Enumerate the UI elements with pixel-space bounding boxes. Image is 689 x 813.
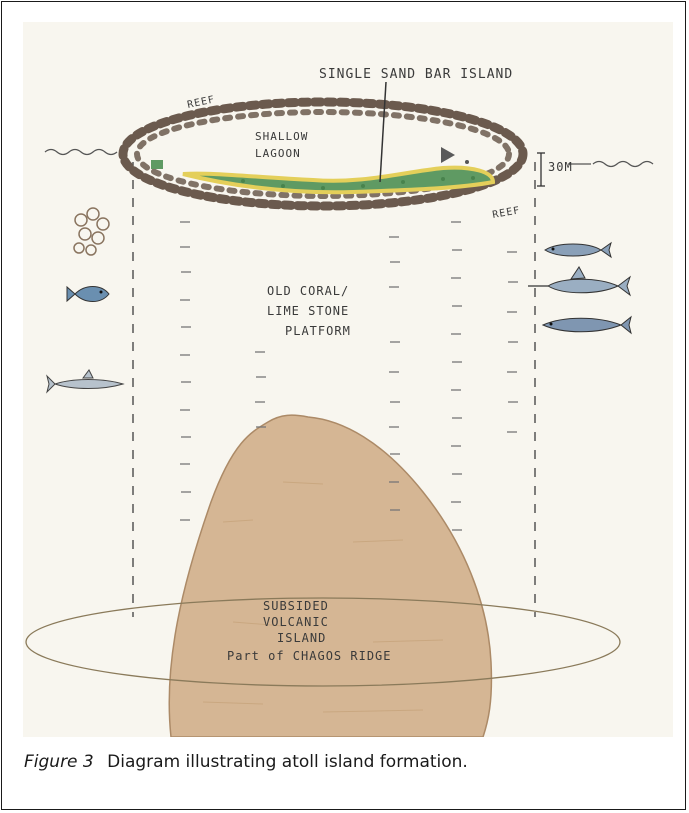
limestone-dash-column [180,222,191,520]
shark-icon [47,370,123,392]
label-volcano-3: ISLAND [277,631,326,645]
caption-text: Diagram illustrating atoll island format… [107,752,468,772]
atoll-diagram: SINGLE SAND BAR ISLAND REEF SHALLOW LAGO… [23,22,673,737]
label-lagoon-1: SHALLOW [255,130,308,143]
label-lagoon-2: LAGOON [255,147,301,160]
label-platform-1: OLD CORAL/ [267,284,349,298]
tuna-fish-icon [545,243,611,257]
label-platform-2: LIME STONE [267,304,349,318]
mackerel-fish-icon [543,317,631,333]
coral-cluster-icon [74,208,109,255]
depth-marker [537,153,545,186]
marlin-fish-icon [528,267,630,295]
figure-caption: Figure 3 Diagram illustrating atoll isla… [24,752,468,772]
figure-label: Figure 3 [24,752,94,772]
label-platform-3: PLATFORM [285,324,351,338]
volcanic-island-shape [169,415,491,737]
label-sand-bar: SINGLE SAND BAR ISLAND [319,67,513,82]
label-depth: 30M [548,160,573,174]
label-volcano-2: VOLCANIC [263,615,329,629]
label-reef-bottom: REEF [492,205,522,221]
label-volcano-4: Part of CHAGOS RIDGE [227,649,392,663]
blue-fish-icon [67,287,109,302]
label-volcano-1: SUBSIDED [263,599,329,613]
sea-surface-right [593,162,653,167]
sea-surface-left [45,150,117,155]
